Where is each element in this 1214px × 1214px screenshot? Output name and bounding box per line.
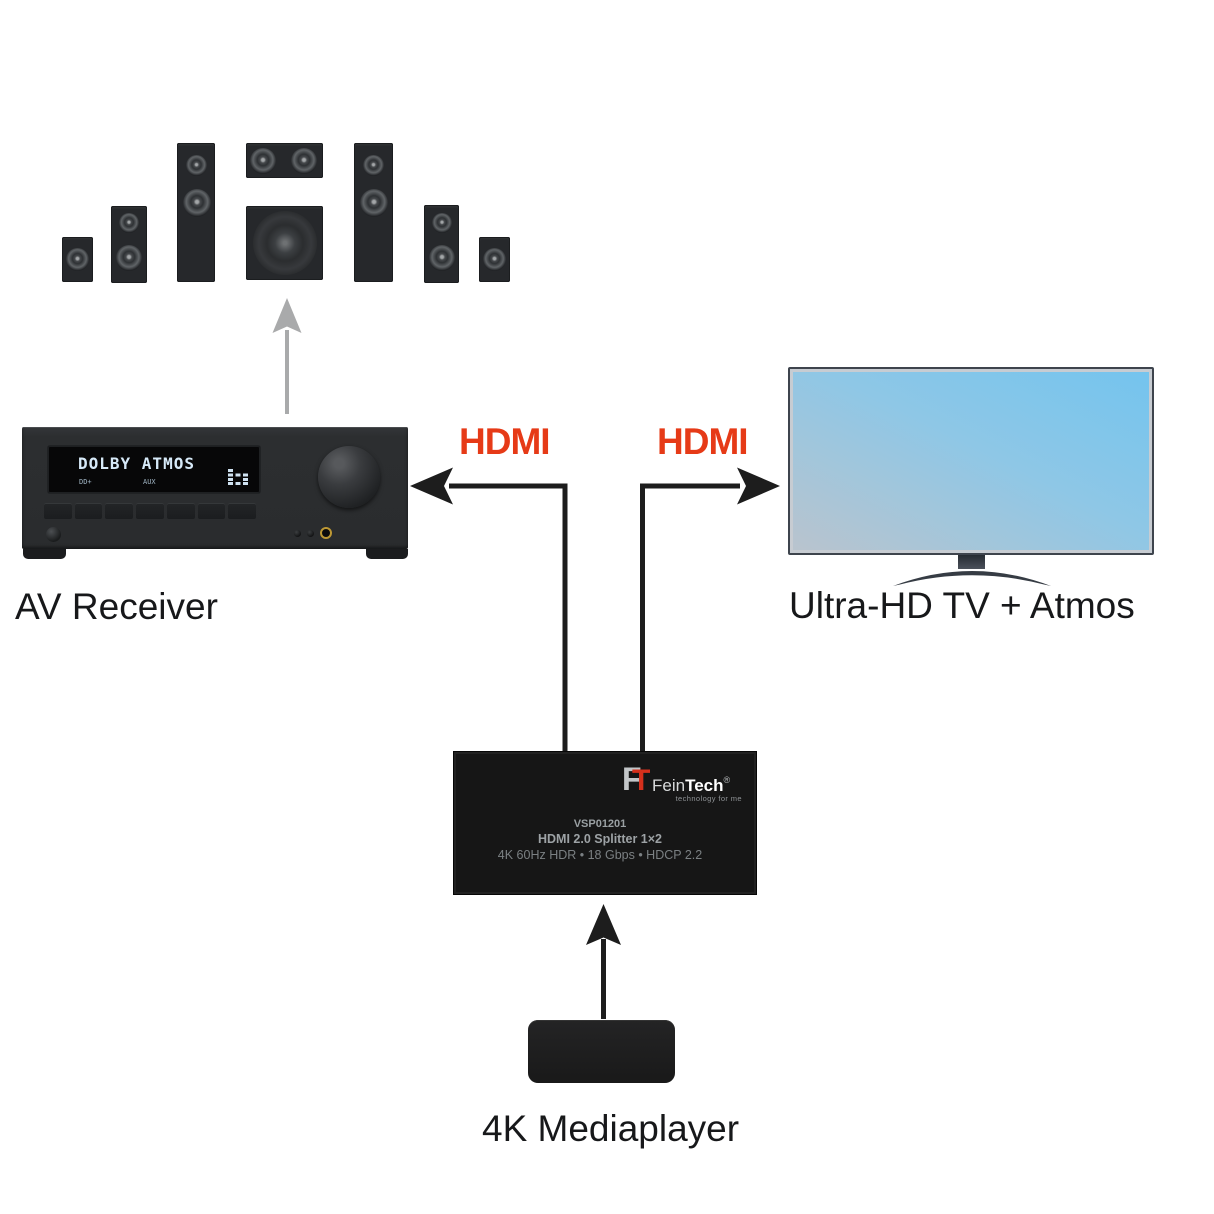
- receiver-button: [105, 503, 134, 519]
- receiver-led-icon: [307, 530, 314, 537]
- speaker-tower-right: [354, 143, 393, 282]
- av-receiver: DOLBY ATMOS DD+ AUX: [22, 427, 408, 559]
- display-main-text: DOLBY ATMOS: [78, 454, 195, 473]
- subwoofer-driver-icon: [252, 211, 317, 275]
- arrowhead-left-icon: [410, 467, 453, 505]
- speaker-driver-icon: [66, 248, 89, 271]
- speaker-driver-icon: [363, 155, 384, 176]
- speaker-small-left: [62, 237, 93, 282]
- subwoofer: [246, 206, 323, 280]
- splitter-specs: 4K 60Hz HDR • 18 Gbps • HDCP 2.2: [497, 848, 703, 862]
- receiver-button: [197, 503, 226, 519]
- hdmi-cable-left-line: [449, 483, 568, 752]
- brand-name-bold: Tech: [685, 776, 724, 795]
- tv-screen: [793, 372, 1149, 550]
- headphone-jack-icon: [320, 527, 332, 539]
- speaker-driver-icon: [291, 147, 317, 174]
- brand-tagline: technology for me: [675, 794, 742, 803]
- brand-name: FeinTech®: [652, 775, 730, 796]
- hdmi-label-right: HDMI: [657, 421, 749, 462]
- registered-mark: ®: [723, 775, 731, 785]
- speaker-driver-icon: [185, 155, 207, 176]
- display-mode-text: DD+: [79, 478, 92, 486]
- speaker-driver-icon: [428, 245, 455, 271]
- receiver-button: [228, 503, 257, 519]
- tv-label: Ultra-HD TV + Atmos: [789, 585, 1135, 626]
- speaker-driver-icon: [250, 147, 276, 174]
- feintech-monogram-icon: F T: [622, 761, 651, 797]
- splitter-model: VSP01201: [573, 818, 627, 830]
- receiver-button: [136, 503, 164, 519]
- speaker-driver-icon: [483, 248, 506, 271]
- display-matrix-icon: [228, 469, 248, 485]
- receiver-button: [74, 503, 103, 519]
- arrowhead-right-icon: [737, 467, 780, 505]
- receiver-button: [44, 503, 72, 519]
- tv-stand-neck: [958, 555, 985, 569]
- feintech-logo: F T FeinTech® technology for me: [622, 761, 746, 811]
- tv-stand-base: [893, 571, 1051, 586]
- monogram-f: F: [622, 761, 642, 797]
- display-input-text: AUX: [143, 478, 156, 486]
- arrowhead-up-gray-icon: [272, 298, 302, 333]
- receiver-button-row: [44, 503, 257, 519]
- speaker-driver-icon: [431, 213, 452, 233]
- power-knob: [46, 527, 61, 542]
- hdmi-splitter: F T FeinTech® technology for me VSP01201…: [453, 751, 757, 895]
- receiver-foot: [23, 549, 66, 559]
- hdmi-cable-right-line: [640, 483, 740, 752]
- speaker-bookshelf-left: [111, 206, 147, 283]
- mediaplayer-label: 4K Mediaplayer: [482, 1108, 740, 1149]
- brand-name-regular: Fein: [652, 776, 686, 795]
- speaker-driver-icon: [116, 245, 142, 271]
- speaker-driver-icon: [359, 189, 388, 217]
- monogram-t: T: [632, 764, 651, 797]
- speaker-tower-left: [177, 143, 215, 282]
- speaker-small-right: [479, 237, 510, 282]
- speaker-driver-icon: [119, 213, 139, 233]
- receiver-button: [166, 503, 195, 519]
- receiver-display: DOLBY ATMOS DD+ AUX: [48, 446, 260, 493]
- ultra-hd-tv: [788, 367, 1154, 555]
- receiver-foot: [366, 549, 408, 559]
- volume-knob: [318, 446, 380, 508]
- speaker-driver-icon: [182, 189, 211, 217]
- hdmi-label-left: HDMI: [459, 421, 551, 462]
- mediaplayer-box: [528, 1020, 675, 1083]
- speaker-bookshelf-right: [424, 205, 459, 283]
- av-receiver-label: AV Receiver: [15, 586, 218, 627]
- arrowhead-up-black-icon: [586, 904, 621, 945]
- splitter-title: HDMI 2.0 Splitter 1×2: [538, 832, 662, 846]
- center-speaker: [246, 143, 323, 178]
- receiver-led-icon: [294, 530, 301, 537]
